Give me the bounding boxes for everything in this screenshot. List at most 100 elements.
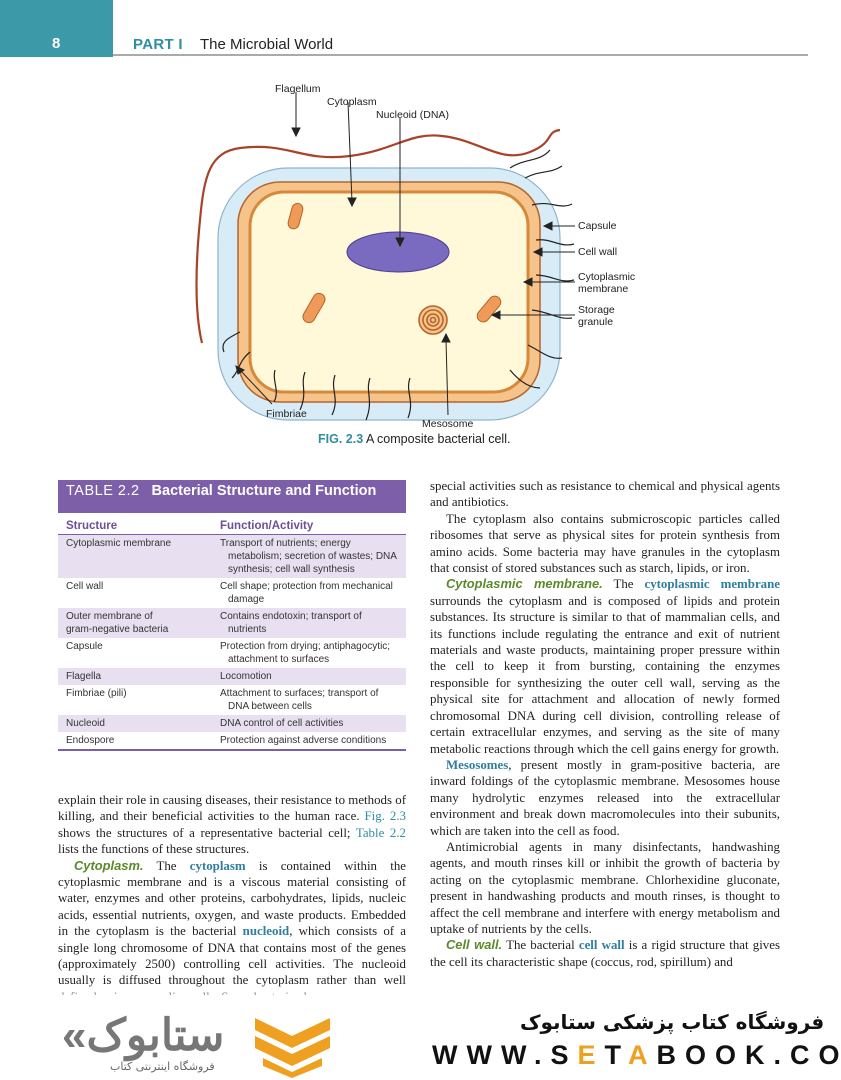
table-row: Endospore Protection against adverse cond…	[58, 732, 406, 749]
cell-line: Flagella	[66, 671, 102, 682]
function-cell: Protection from drying; antiphagocytic; a…	[220, 640, 398, 666]
url-part: A	[628, 1040, 657, 1070]
url-part: WWW.S	[432, 1040, 578, 1070]
url-part: BOOK.COM	[656, 1040, 841, 1070]
running-title: The Microbial World	[200, 36, 334, 53]
cell-line: nutrients	[228, 624, 267, 635]
storage-granule	[302, 292, 326, 324]
label-cytoplasmic-1: Cytoplasmic	[578, 271, 635, 283]
cell-line: attachment to surfaces	[228, 654, 330, 665]
structure-cell: Capsule	[66, 640, 220, 666]
table-row: Outer membrane of gram-negative bacteria C…	[58, 608, 406, 638]
paragraph: special activities such as resistance to…	[430, 479, 780, 510]
cell-line: Cell shape; protection from mechanical	[220, 581, 393, 592]
caption-text: A composite bacterial cell.	[363, 432, 511, 446]
table-row: Fimbriae (pili) Attachment to surfaces; t…	[58, 685, 406, 715]
keyword-mesosomes: Mesosomes	[446, 757, 509, 772]
label-mesosome: Mesosome	[422, 418, 474, 430]
cell-line: Fimbriae (pili)	[66, 688, 127, 699]
store-logo: «ستابوک	[62, 1011, 226, 1060]
label-cytoplasm: Cytoplasm	[327, 96, 377, 108]
function-cell: DNA control of cell activities	[220, 717, 398, 730]
cell-line: Protection against adverse conditions	[220, 735, 387, 746]
table-row: Nucleoid DNA control of cell activities	[58, 715, 406, 732]
text-span: The	[143, 858, 190, 873]
structure-cell: Flagella	[66, 670, 220, 683]
cell-line: Transport of nutrients; energy	[220, 538, 351, 549]
text-span: The	[602, 577, 645, 592]
text-span: shows the structures of a representative…	[58, 825, 351, 840]
column-function: Function/Activity	[220, 520, 314, 532]
function-cell: Locomotion	[220, 670, 398, 683]
figure-link[interactable]: Fig. 2.3	[364, 809, 406, 824]
bacterial-cell-figure: Flagellum Cytoplasm Nucleoid (DNA) Capsu…	[195, 83, 635, 430]
store-url[interactable]: WWW.SETABOOK.COM	[432, 1040, 841, 1071]
label-capsule: Capsule	[578, 220, 617, 232]
cell-line: Endospore	[66, 735, 115, 746]
label-storage-1: Storage	[578, 304, 615, 316]
text-span: is contained within the cytoplasmic memb…	[58, 858, 406, 939]
text-span: is a rigid structure that gives the cell…	[430, 938, 780, 969]
label-nucleoid: Nucleoid (DNA)	[376, 109, 449, 121]
table-row: Cell wall Cell shape; protection from mec…	[58, 578, 406, 608]
text-span: explain their role in causing diseases, …	[58, 793, 406, 824]
cell-line: damage	[228, 594, 265, 605]
table-row: Capsule Protection from drying; antiphago…	[58, 638, 406, 668]
left-column-text: explain their role in causing diseases, …	[58, 792, 406, 1005]
figure-caption: FIG. 2.3 A composite bacterial cell.	[318, 432, 510, 446]
structure-cell: Fimbriae (pili)	[66, 687, 220, 713]
cell-line: Capsule	[66, 641, 103, 652]
cell-line: Locomotion	[220, 671, 272, 682]
cell-line: gram-negative bacteria	[66, 624, 169, 635]
paragraph-cell-wall: Cell wall. The bacterial cell wall is a …	[430, 937, 780, 970]
term-cytoplasmic-membrane: Cytoplasmic membrane.	[446, 576, 603, 592]
cell-line: Cytoplasmic membrane	[66, 538, 172, 549]
label-storage-2: granule	[578, 316, 613, 328]
chevron-logo-icon	[255, 1018, 330, 1078]
url-part: E	[577, 1040, 605, 1070]
structure-cell: Cytoplasmic membrane	[66, 537, 220, 576]
paragraph-cytoplasmic-membrane: Cytoplasmic membrane. The cytoplasmic me…	[430, 576, 780, 756]
cell-line: Nucleoid	[66, 718, 105, 729]
term-cytoplasm: Cytoplasm.	[74, 857, 144, 873]
cell-line: DNA control of cell activities	[220, 718, 344, 729]
paragraph: Antimicrobial agents in many disinfectan…	[430, 839, 780, 936]
label-cytoplasmic-2: membrane	[578, 283, 628, 295]
part-label: PART I	[133, 36, 183, 53]
right-column-text: special activities such as resistance to…	[430, 478, 780, 970]
table-body: Cytoplasmic membrane Transport of nutrien…	[58, 535, 406, 749]
header-tab	[0, 0, 113, 57]
cell-line: Cell wall	[66, 581, 104, 592]
storage-granule	[476, 295, 502, 323]
cell-line: metabolism; secretion of wastes; DNA	[228, 551, 397, 562]
text-span: lists the functions of these structures.	[58, 842, 250, 857]
table-link[interactable]: Table 2.2	[355, 825, 406, 840]
table-row: Cytoplasmic membrane Transport of nutrien…	[58, 535, 406, 578]
text-span: , present mostly in gram-positive bacter…	[430, 757, 780, 838]
storage-granule	[287, 202, 304, 230]
structure-cell: Outer membrane of gram-negative bacteria	[66, 610, 220, 636]
caption-number: FIG. 2.3	[318, 432, 364, 446]
keyword-cytoplasmic-membrane: cytoplasmic membrane	[644, 577, 781, 592]
logo-subtitle: فروشگاه اینترنتی کتاب	[110, 1060, 215, 1073]
header-rule	[113, 54, 808, 56]
label-cell-wall: Cell wall	[578, 246, 617, 258]
text-span: surrounds the cytoplasm and is composed …	[430, 593, 780, 756]
flagellum	[195, 128, 561, 344]
cell-line: Outer membrane of	[66, 611, 153, 622]
nucleoid	[346, 231, 450, 273]
function-cell: Cell shape; protection from mechanical da…	[220, 580, 398, 606]
label-flagellum: Flagellum	[275, 83, 321, 95]
paragraph: The cytoplasm also contains submicroscop…	[430, 511, 780, 576]
table-number: TABLE 2.2	[66, 483, 140, 499]
cell-line: Protection from drying; antiphagocytic;	[220, 641, 391, 652]
mesosome	[418, 305, 448, 335]
cell-line: DNA between cells	[228, 701, 312, 712]
keyword-nucleoid: nucleoid	[242, 924, 290, 939]
function-cell: Protection against adverse conditions	[220, 734, 398, 747]
cell-line: synthesis; cell wall synthesis	[228, 564, 355, 575]
paragraph: explain their role in causing diseases, …	[58, 792, 406, 858]
